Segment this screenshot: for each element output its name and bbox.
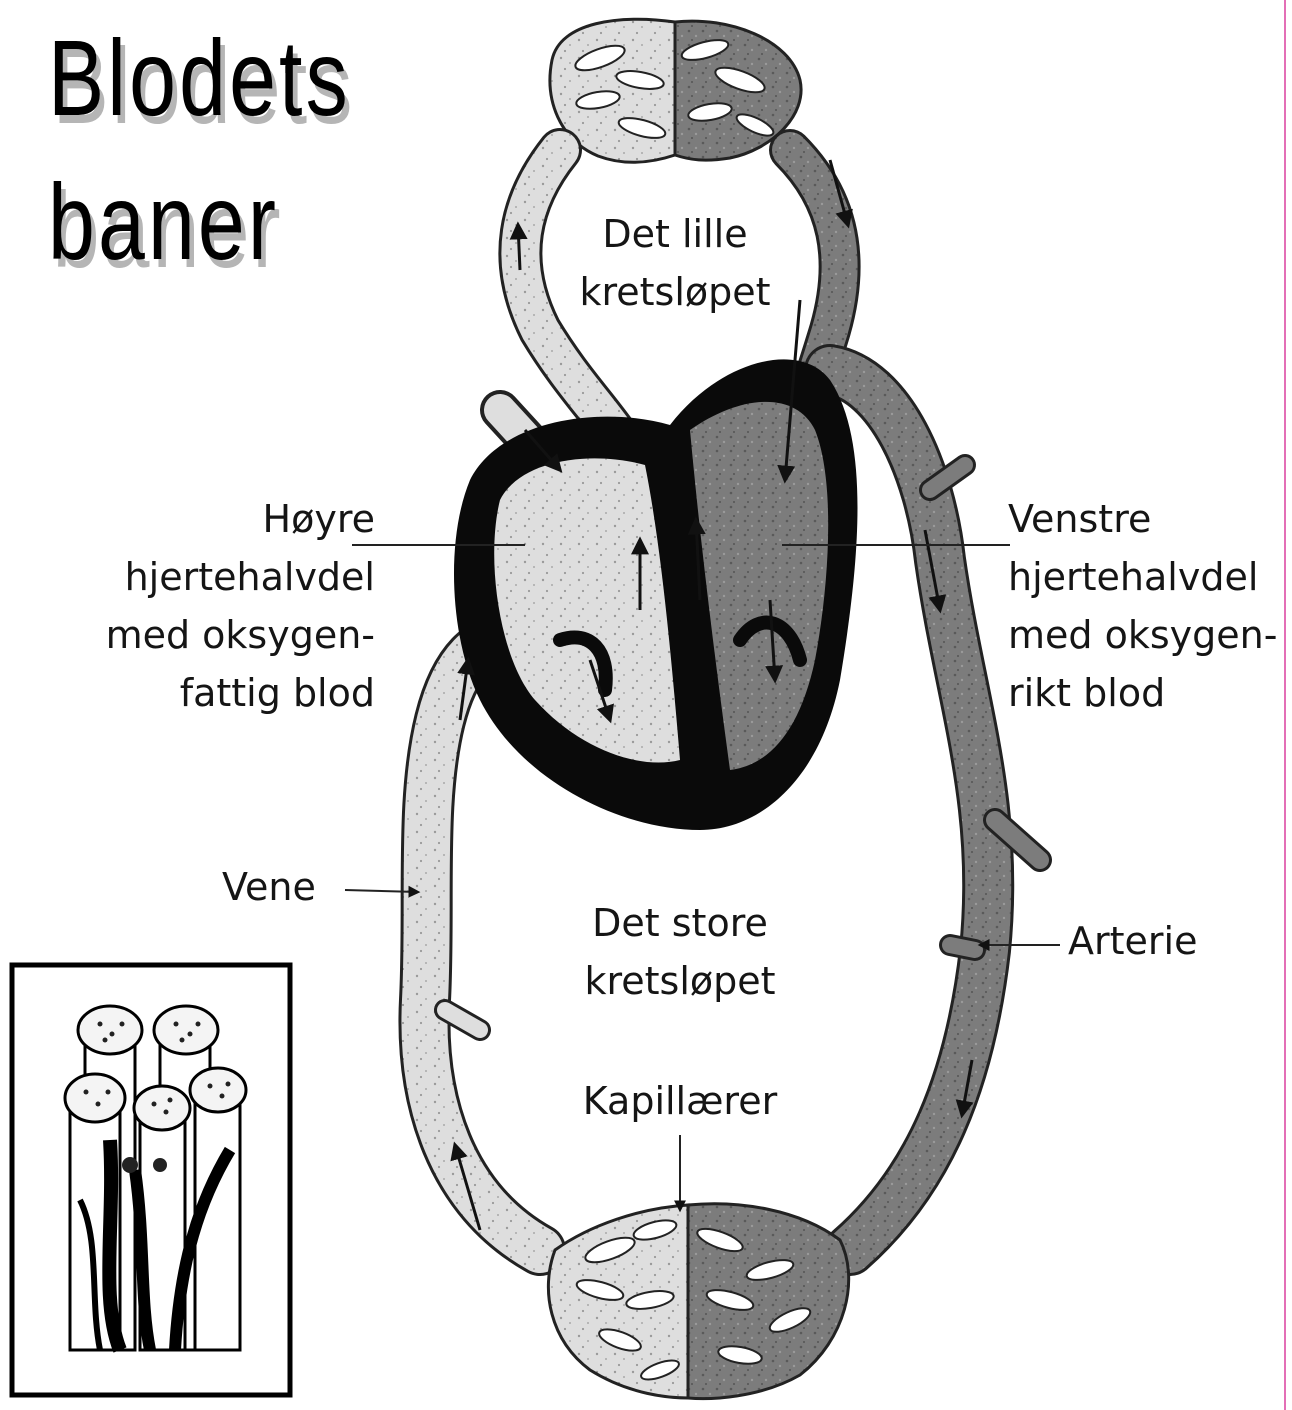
title-line-1: Blodets xyxy=(48,24,351,132)
label-big-circuit-line-1: Det store xyxy=(555,894,805,952)
label-small-circuit-line-2: kretsløpet xyxy=(555,263,795,321)
label-right-heart-line-3: med oksygen- xyxy=(60,606,375,664)
label-right-heart-line-1: Høyre xyxy=(60,490,375,548)
label-right-heart: Høyre hjertehalvdel med oksygen- fattig … xyxy=(60,490,375,722)
label-capillaries: Kapillærer xyxy=(560,1072,800,1130)
label-small-circuit-line-1: Det lille xyxy=(555,205,795,263)
label-artery: Arterie xyxy=(1068,912,1197,970)
label-left-heart: Venstre hjertehalvdel med oksygen- rikt … xyxy=(1008,490,1278,722)
right-edge-line xyxy=(1284,0,1286,1410)
title-line-2: baner xyxy=(48,168,279,276)
label-right-heart-line-4: fattig blod xyxy=(60,664,375,722)
tissue-capillary-bed xyxy=(548,1204,848,1399)
label-big-circuit: Det store kretsløpet xyxy=(555,894,805,1010)
label-big-circuit-line-2: kretsløpet xyxy=(555,952,805,1010)
label-left-heart-line-3: med oksygen- xyxy=(1008,606,1278,664)
label-vein: Vene xyxy=(222,858,316,916)
label-small-circuit: Det lille kretsløpet xyxy=(555,205,795,321)
label-left-heart-line-2: hjertehalvdel xyxy=(1008,548,1278,606)
label-left-heart-line-4: rikt blod xyxy=(1008,664,1278,722)
label-right-heart-line-2: hjertehalvdel xyxy=(60,548,375,606)
capillary-inset xyxy=(12,965,290,1395)
lung-capillary-bed xyxy=(550,19,801,162)
label-left-heart-line-1: Venstre xyxy=(1008,490,1278,548)
